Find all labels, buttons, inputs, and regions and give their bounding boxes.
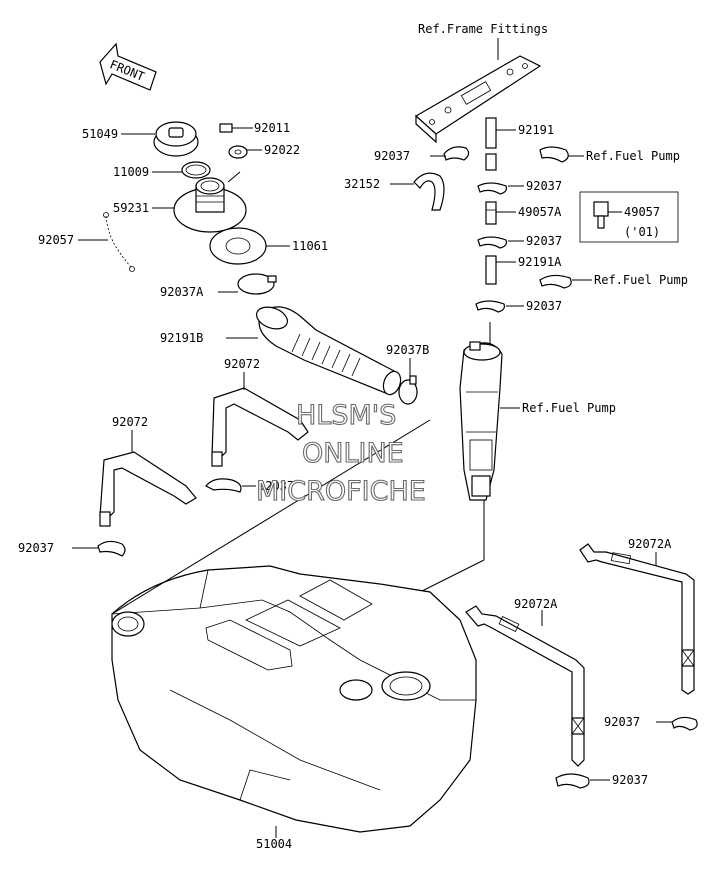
tank-strap-92072-lower	[99, 451, 197, 527]
hose-92191a	[485, 255, 497, 285]
callout-92072-upper: 92072	[224, 357, 260, 371]
hose-clamp-ref-pump-2	[539, 274, 572, 289]
gasket	[209, 227, 267, 265]
filler-neck	[173, 177, 247, 233]
watermark-line-2: ONLINE	[302, 438, 404, 469]
callout-92191a: 92191A	[518, 255, 562, 269]
hose-clamp-br1	[671, 716, 698, 731]
check-valve-49057a	[485, 201, 497, 225]
callout-92037-br2: 92037	[612, 773, 648, 787]
watermark: HLSM'S ONLINE MICROFICHE	[255, 399, 426, 507]
callout-92072a-right: 92072A	[628, 537, 672, 551]
fuel-cap	[153, 121, 199, 157]
bolt	[219, 123, 246, 133]
callout-92037-hose: 92037	[374, 149, 410, 163]
hose-clamp-92037b	[398, 375, 418, 405]
callout-92037-mid: 92037	[258, 479, 294, 493]
callout-51049: 51049	[82, 127, 118, 141]
hose-clamp-r3	[475, 300, 505, 313]
hose-clamp-br2	[555, 773, 590, 789]
callout-ref-fuel-pump-1: Ref.Fuel Pump	[586, 149, 680, 163]
callout-92037b: 92037B	[386, 343, 429, 357]
check-valve-49057-box	[579, 191, 679, 243]
callout-11061: 11061	[292, 239, 328, 253]
callout-11009: 11009	[113, 165, 149, 179]
hose-clamp-92037a	[237, 273, 277, 295]
callout-92037-br1: 92037	[604, 715, 640, 729]
callout-92037a: 92037A	[160, 285, 204, 299]
fuel-tank	[111, 565, 477, 833]
callout-92011: 92011	[254, 121, 290, 135]
callout-32152: 32152	[344, 177, 380, 191]
watermark-line-1: HLSM'S	[296, 400, 396, 431]
callout-51004: 51004	[256, 837, 292, 851]
front-arrow-icon: FRONT	[99, 42, 157, 91]
filler-hose	[255, 306, 402, 396]
callout-92037-r3: 92037	[526, 299, 562, 313]
hose-clamp-mid	[205, 478, 242, 493]
callout-49057a: 49057A	[518, 205, 562, 219]
tether-cord	[103, 212, 135, 272]
callout-92072-lower: 92072	[112, 415, 148, 429]
tank-strap-92072a-right	[579, 543, 695, 695]
hose-clamp-left	[97, 540, 126, 557]
callout-ref-fuel-pump-3: Ref.Fuel Pump	[522, 401, 616, 415]
tank-strap-92072-upper	[211, 387, 309, 467]
callout-59231: 59231	[113, 201, 149, 215]
watermark-line-3: MICROFICHE	[256, 476, 426, 507]
callout-92022: 92022	[264, 143, 300, 157]
callout-92191b: 92191B	[160, 331, 203, 345]
callout-92057: 92057	[38, 233, 74, 247]
callout-92037-r2: 92037	[526, 234, 562, 248]
callout-49057: 49057	[624, 205, 660, 219]
hose-clamp-vent	[443, 146, 470, 161]
washer	[228, 145, 248, 159]
tank-strap-92072a-mid	[465, 605, 585, 767]
frame-fittings-bracket	[414, 55, 542, 144]
hose-92191	[485, 117, 497, 171]
callout-92191: 92191	[518, 123, 554, 137]
callout-49057-year: ('01)	[624, 225, 660, 239]
callout-92037-left: 92037	[18, 541, 54, 555]
hose-clamp-r2	[477, 236, 507, 249]
callout-92072a-mid: 92072A	[514, 597, 558, 611]
hose-clamp-r1	[477, 182, 507, 195]
o-ring	[181, 161, 211, 179]
vent-hose-32152	[413, 172, 445, 211]
hose-clamp-ref-pump-1	[539, 146, 569, 163]
fuel-pump	[459, 322, 503, 501]
callout-ref-frame-fittings: Ref.Frame Fittings	[418, 22, 548, 36]
callout-92037-r1: 92037	[526, 179, 562, 193]
callout-ref-fuel-pump-2: Ref.Fuel Pump	[594, 273, 688, 287]
